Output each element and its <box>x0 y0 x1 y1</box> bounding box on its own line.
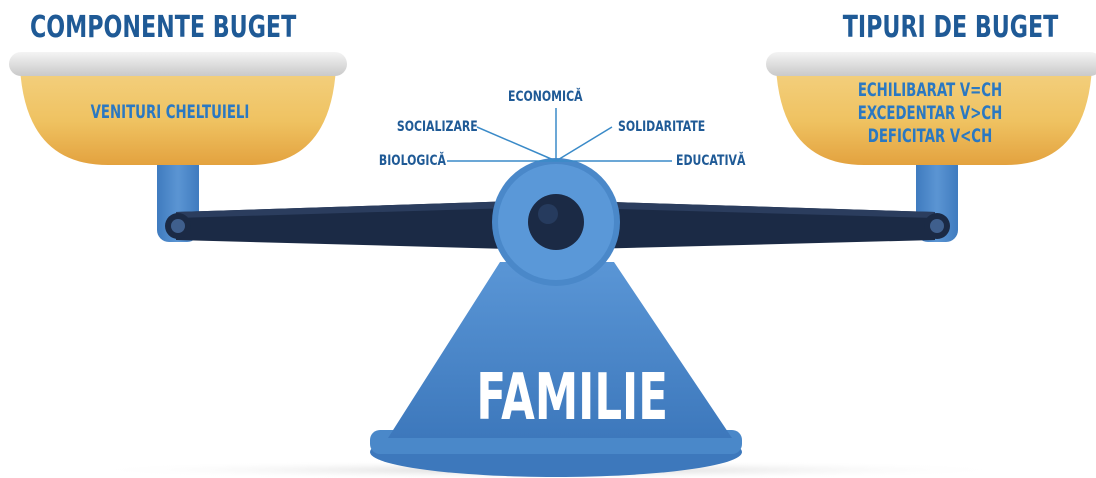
function-label-socializare: SOCIALIZARE <box>397 119 478 135</box>
left-pan-bowl <box>20 68 336 165</box>
left-pan-rim <box>9 52 347 76</box>
base-label-familie: FAMILIE <box>476 361 668 435</box>
function-label-economica: ECONOMICĂ <box>508 89 583 105</box>
budget-type-item: EXCEDENTAR V>CH <box>857 102 1003 124</box>
base-triangle <box>388 262 732 438</box>
right-pan-rim <box>766 52 1096 76</box>
function-connectors <box>447 108 672 162</box>
budget-type-item: ECHILIBARAT V=CH <box>857 79 1003 101</box>
left-pan-title: COMPONENTE BUGET <box>30 10 297 45</box>
function-label-solidaritate: SOLIDARITATE <box>618 119 706 135</box>
right-pan-list: ECHILIBARAT V=CH EXCEDENTAR V>CH DEFICIT… <box>836 79 1025 148</box>
right-pan-bowl <box>776 68 1092 165</box>
function-label-biologica: BIOLOGICĂ <box>378 153 446 169</box>
right-pan-title: TIPURI DE BUGET <box>842 10 1058 45</box>
left-pan-content: VENITURI CHELTUIELI <box>90 101 250 123</box>
budget-type-item: DEFICITAR V<CH <box>867 125 993 147</box>
function-label-educativa: EDUCATIVĂ <box>676 153 746 169</box>
pivot-inner <box>528 194 584 250</box>
